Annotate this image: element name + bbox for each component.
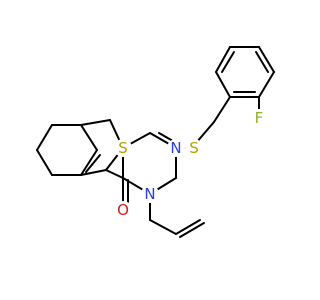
molecule-structure: S N S N O F bbox=[36, 46, 275, 238]
thioether-linker bbox=[175, 96, 231, 149]
bond bbox=[80, 124, 98, 151]
atom-bg bbox=[114, 201, 132, 219]
allyl-nitrogen-atom-label: N bbox=[144, 185, 155, 203]
bond bbox=[149, 219, 177, 235]
bond bbox=[105, 169, 124, 179]
cyclohexane-ring bbox=[36, 124, 98, 176]
bond bbox=[255, 51, 269, 73]
fluorine-atom-label: F bbox=[255, 109, 264, 127]
bond bbox=[175, 219, 201, 235]
sulfur-atom-label: S bbox=[118, 139, 128, 157]
carbonyl-group bbox=[122, 177, 129, 203]
bond bbox=[258, 46, 275, 73]
molecule-canvas: S N S N O F bbox=[36, 46, 275, 238]
bond bbox=[221, 51, 235, 73]
nitrogen-atom-label: N bbox=[170, 139, 181, 157]
bond bbox=[80, 119, 111, 126]
atom-bg bbox=[141, 185, 159, 203]
atom-bg bbox=[114, 139, 132, 157]
allyl-group bbox=[149, 193, 205, 238]
bond bbox=[80, 149, 98, 176]
thioether-sulfur-atom-label: S bbox=[189, 139, 199, 157]
bond bbox=[36, 149, 53, 176]
bond bbox=[215, 71, 231, 98]
bond bbox=[85, 154, 101, 173]
atom-bg bbox=[167, 139, 185, 157]
bond bbox=[258, 71, 275, 98]
atom-bg bbox=[250, 109, 268, 127]
fluorophenyl-ring bbox=[215, 46, 275, 113]
bond bbox=[179, 222, 205, 238]
atom-bg bbox=[185, 139, 203, 157]
oxygen-atom-label: O bbox=[117, 201, 129, 219]
bond bbox=[195, 121, 215, 144]
bond bbox=[80, 169, 107, 176]
bond bbox=[36, 124, 53, 151]
atom-labels: S N S N O F bbox=[114, 109, 268, 219]
bond bbox=[215, 46, 231, 73]
bond bbox=[213, 96, 231, 123]
